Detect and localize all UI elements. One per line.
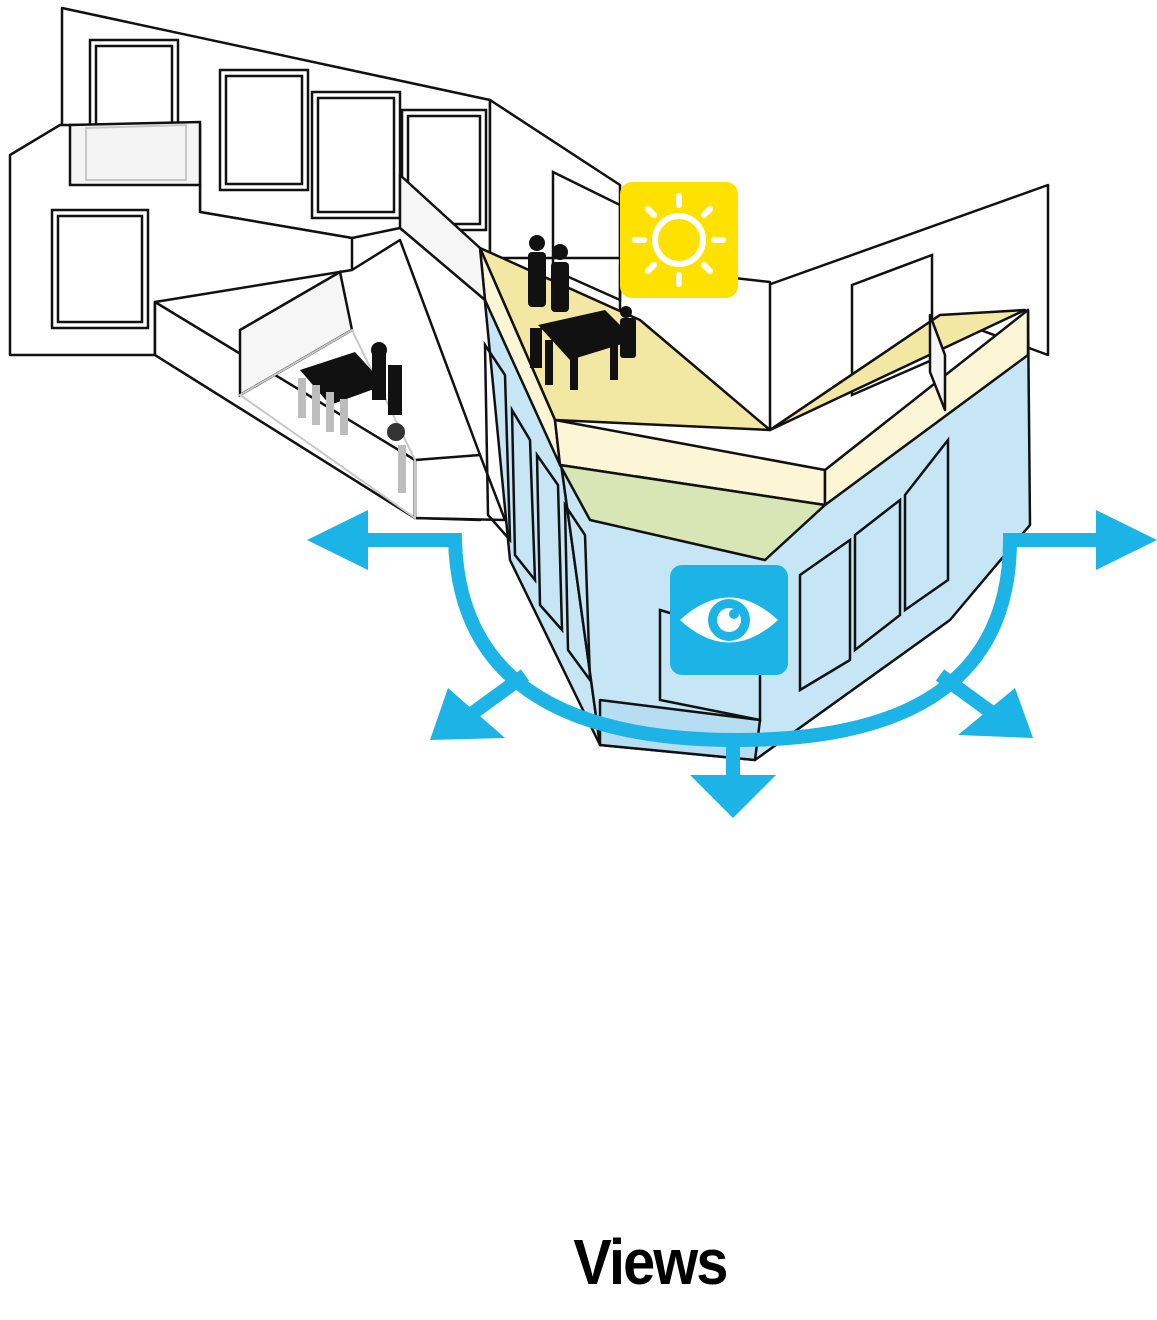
window <box>551 169 622 302</box>
window <box>510 405 537 584</box>
window-inner <box>56 214 144 324</box>
window-inner <box>224 74 304 186</box>
terrace-front-face <box>413 453 507 522</box>
terrace-furniture <box>298 342 406 493</box>
arrow-icon <box>307 510 368 570</box>
window <box>798 537 852 693</box>
deck-glass-panel <box>928 313 947 412</box>
deck-people <box>528 235 636 390</box>
window <box>310 90 402 220</box>
window <box>535 450 564 634</box>
window <box>218 68 310 192</box>
upper-balcony-glass <box>68 120 202 187</box>
deck-surface <box>478 246 1027 432</box>
window-inner <box>316 96 396 214</box>
window <box>853 497 902 653</box>
arrow-icon <box>690 775 776 818</box>
arrow-icon <box>1096 510 1157 570</box>
diagram-caption: Views <box>573 1226 728 1298</box>
upper-middle-wall <box>488 98 622 260</box>
deck-glass-panel <box>398 173 487 302</box>
deck-table <box>538 310 635 360</box>
eye-icon <box>670 565 788 675</box>
terrace-balustrade <box>238 270 416 520</box>
sun-icon <box>620 182 738 298</box>
view-arrow-shaft <box>465 669 530 721</box>
windows <box>50 38 934 397</box>
window <box>50 208 150 330</box>
arrow-icon <box>958 688 1033 738</box>
window <box>903 436 950 613</box>
pavilion-windows <box>483 340 950 722</box>
view-arrowheads <box>307 510 1157 818</box>
roof-deck <box>398 173 1030 562</box>
view-arrow-shaft <box>935 669 1000 721</box>
arrow-icon <box>430 688 505 740</box>
window <box>563 500 592 685</box>
deck-balustrade-right <box>823 308 1030 507</box>
lawn-below <box>558 463 827 562</box>
window <box>483 340 512 544</box>
